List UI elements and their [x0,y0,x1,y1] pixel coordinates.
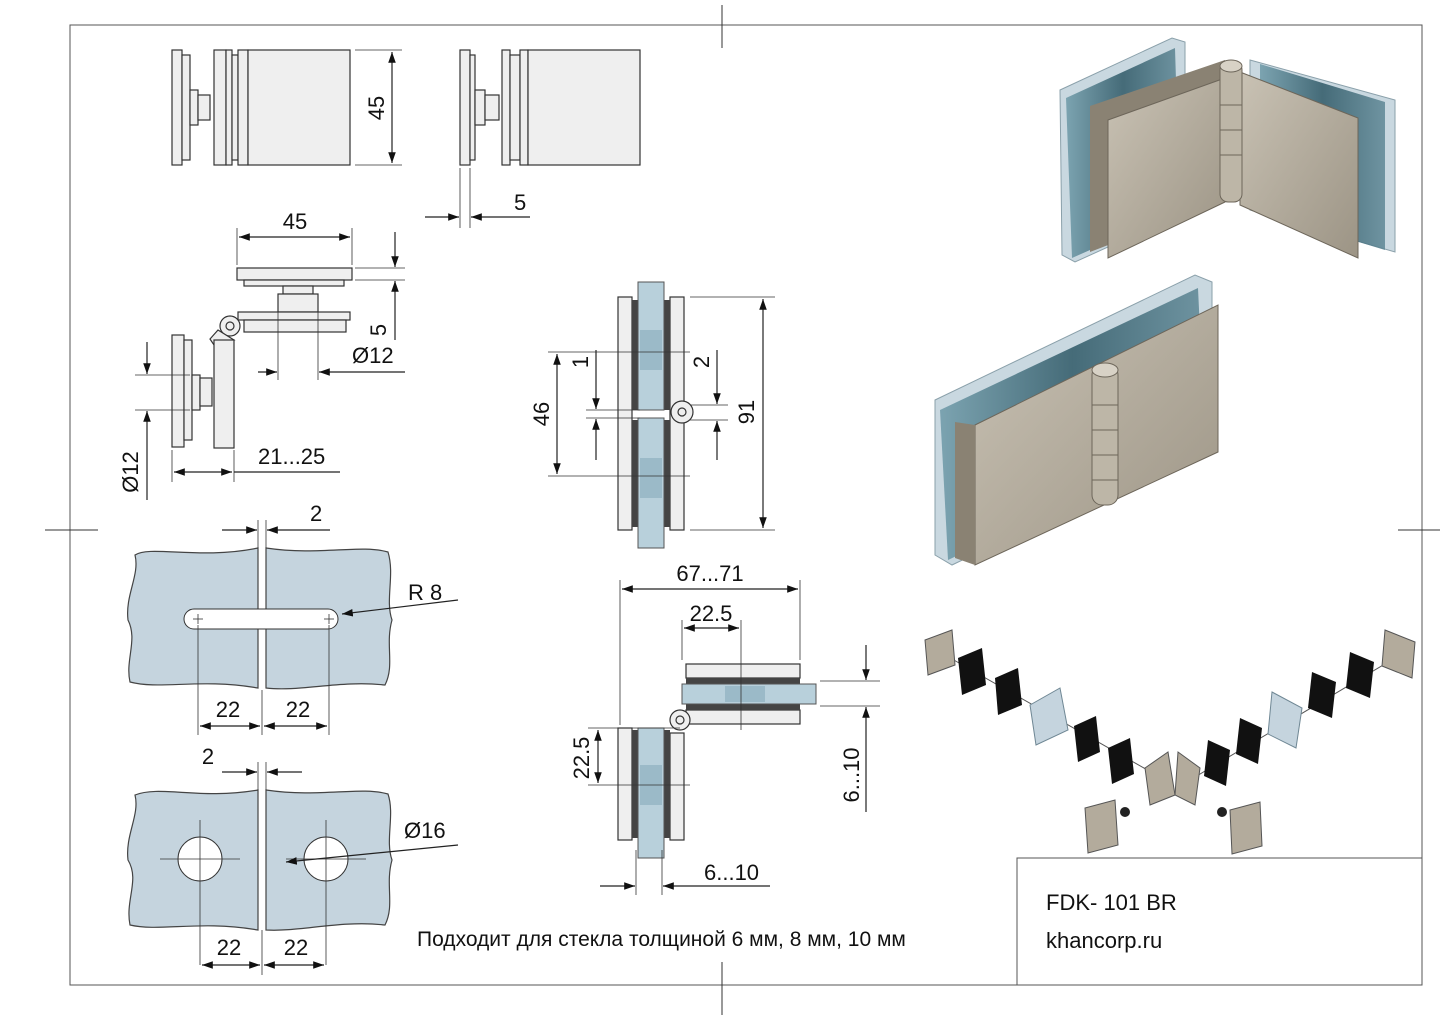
company-site: khancorp.ru [1046,928,1162,953]
section-dims: 91 46 1 2 [529,296,775,531]
front-view-right [459,49,641,166]
side-dia-label: Ø12 [118,451,143,493]
hole-right-label: 22 [284,935,308,960]
dim-5-offset: 5 [425,168,530,228]
section-46-label: 46 [529,402,554,426]
angle-width-label: 67...71 [676,561,743,586]
slot-gap-label: 2 [310,501,322,526]
render-90-degree [1059,37,1396,263]
section-91-label: 91 [734,400,759,424]
hole-left-label: 22 [217,935,241,960]
section-view [617,281,694,549]
angle-glass-h-label: 6...10 [704,860,759,885]
slot-radius-label: R 8 [408,580,442,605]
sheet-frame [45,5,1440,1015]
front-offset-label: 5 [514,190,526,215]
side-range-label: 21...25 [258,444,325,469]
section-gap-1-label: 1 [568,356,593,368]
top-plate-label: 5 [366,324,391,336]
glass-hole-cutout [127,789,393,965]
top-side-view [171,267,353,449]
exploded-view [924,629,1416,855]
dim-45-horizontal: 45 [236,209,353,265]
angle-glass-v-label: 6...10 [839,747,864,802]
glass-slot-cutout [127,547,393,690]
dim-45-vertical: 45 [355,49,402,166]
section-gap-2-label: 2 [689,356,714,368]
dim-dia12-top: Ø12 [258,300,405,380]
glass-thickness-note: Подходит для стекла толщиной 6 мм, 8 мм,… [417,928,906,951]
slot-left-label: 22 [216,697,240,722]
front-view-left [171,49,351,166]
title-block: FDK- 101 BR khancorp.ru [1016,857,1423,986]
top-dia-label: Ø12 [352,343,394,368]
angle-225-top-label: 22.5 [690,601,733,626]
dim-dia12-side: Ø12 [118,342,190,500]
angle-225-side-label: 22.5 [569,737,594,780]
angle-view [617,663,817,859]
front-height-label: 45 [364,96,389,120]
model-number: FDK- 101 BR [1046,890,1177,915]
slot-right-label: 22 [286,697,310,722]
render-180-degree [934,274,1219,566]
slot-dims: 2 R 8 22 22 [197,501,459,735]
hole-dims: 2 Ø16 22 22 [202,744,459,975]
dim-21-25: 21...25 [171,444,340,482]
dim-5-plate: 5 [355,232,405,340]
hole-gap-label: 2 [202,744,214,769]
top-width-label: 45 [283,209,307,234]
hole-dia-label: Ø16 [404,818,446,843]
angle-dims: 67...71 22.5 22.5 6...10 6...10 [569,561,880,895]
